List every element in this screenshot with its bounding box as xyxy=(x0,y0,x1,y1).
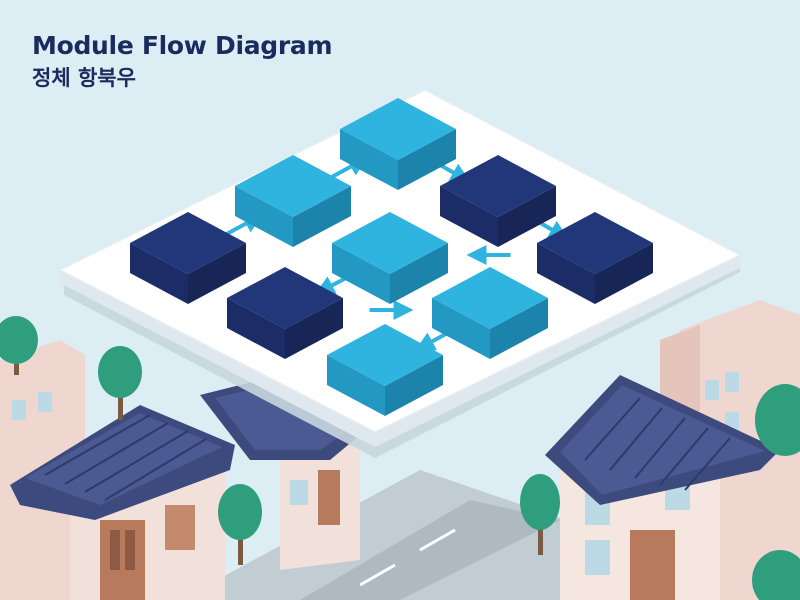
module-block-m6[interactable] xyxy=(332,212,448,304)
module-top xyxy=(130,212,246,274)
module-top xyxy=(332,212,448,274)
tree xyxy=(98,346,142,420)
module-block-m1[interactable] xyxy=(130,212,246,304)
module-block-m9[interactable] xyxy=(327,324,443,416)
module-block-m3[interactable] xyxy=(340,98,456,190)
module-side-right xyxy=(398,129,456,190)
road-marking xyxy=(419,528,456,552)
modules-layer xyxy=(130,98,653,416)
module-side-left xyxy=(340,129,398,190)
module-top xyxy=(440,155,556,217)
module-side-left xyxy=(327,355,385,416)
module-block-m8[interactable] xyxy=(432,267,548,359)
module-top xyxy=(432,267,548,329)
module-side-right xyxy=(385,355,443,416)
module-side-left xyxy=(332,243,390,304)
road-marking xyxy=(359,563,396,587)
module-block-m5[interactable] xyxy=(537,212,653,304)
module-side-left xyxy=(432,298,490,359)
module-side-left xyxy=(537,243,595,304)
tree xyxy=(0,316,38,375)
road-lane xyxy=(300,500,560,600)
hanok-left xyxy=(10,405,235,600)
module-block-m2[interactable] xyxy=(235,155,351,247)
tree xyxy=(520,474,560,555)
module-side-left xyxy=(440,186,498,247)
module-side-right xyxy=(293,186,351,247)
module-side-right xyxy=(595,243,653,304)
module-top xyxy=(537,212,653,274)
hanok-right xyxy=(545,375,780,600)
module-top xyxy=(340,98,456,160)
module-side-right xyxy=(390,243,448,304)
module-side-left xyxy=(130,243,188,304)
module-top xyxy=(235,155,351,217)
platform-shadow xyxy=(64,262,740,458)
tree xyxy=(218,484,262,565)
module-top xyxy=(227,267,343,329)
module-side-right xyxy=(498,186,556,247)
module-top xyxy=(327,324,443,386)
tree xyxy=(752,384,800,600)
module-side-left xyxy=(235,186,293,247)
diagram-title: Module Flow Diagram xyxy=(32,31,333,60)
diagram-subtitle: 정체 항북우 xyxy=(32,66,136,90)
module-side-right xyxy=(188,243,246,304)
title-block: Module Flow Diagram 정체 항북우 xyxy=(32,30,333,92)
platform-edge xyxy=(60,255,740,447)
module-side-left xyxy=(227,298,285,359)
module-block-m4[interactable] xyxy=(440,155,556,247)
module-side-right xyxy=(285,298,343,359)
module-block-m7[interactable] xyxy=(227,267,343,359)
module-side-right xyxy=(490,298,548,359)
